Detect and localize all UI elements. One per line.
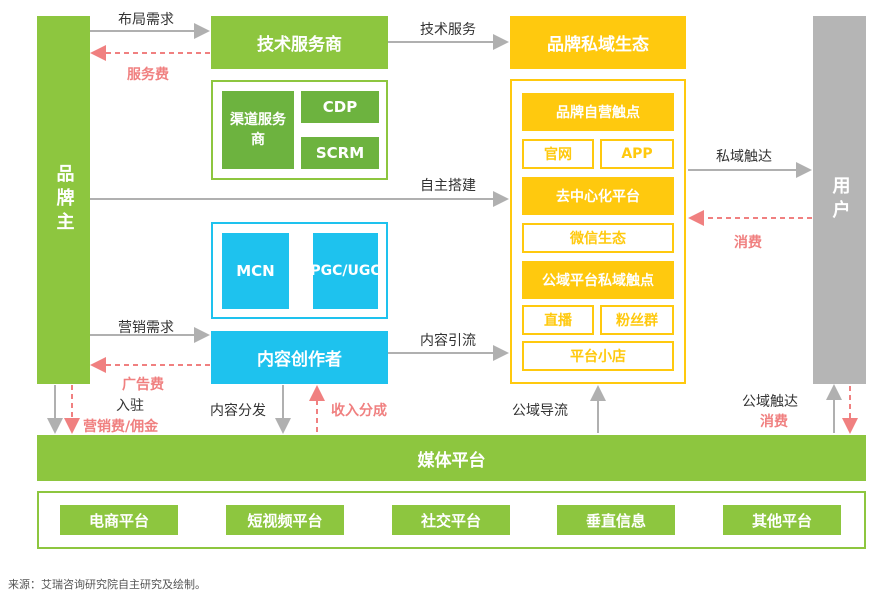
user-node: 用户: [813, 16, 866, 384]
brand-private-eco-node: 品牌私域生态: [510, 16, 686, 69]
label-layout-demand: 布局需求: [118, 12, 174, 28]
private-eco-group: 品牌自营触点 官网 APP 去中心化平台 微信生态 公域平台私域触点 直播 粉丝…: [510, 79, 686, 384]
label-tech-service: 技术服务: [420, 22, 476, 38]
label-marketing-demand: 营销需求: [118, 320, 174, 336]
label-settle-in: 入驻: [116, 398, 144, 414]
app-node: APP: [600, 139, 674, 169]
label-consume2: 消费: [760, 414, 788, 430]
brand-owner-node: 品牌主: [37, 16, 90, 384]
label-ad-fee: 广告费: [122, 377, 164, 393]
live-node: 直播: [522, 305, 594, 335]
channel-provider-node: 渠道服务商: [222, 91, 294, 169]
fan-group-node: 粉丝群: [600, 305, 674, 335]
label-public-reach: 公域触达: [742, 394, 798, 410]
platform-social: 社交平台: [392, 505, 510, 535]
label-consume: 消费: [734, 235, 762, 251]
label-self-build: 自主搭建: [420, 178, 476, 194]
label-marketing-commission: 营销费/佣金: [83, 419, 159, 435]
self-operated-node: 品牌自营触点: [522, 93, 674, 131]
media-platform-node: 媒体平台: [37, 435, 866, 481]
label-service-fee: 服务费: [127, 67, 169, 83]
tech-provider-group: 渠道服务商 CDP SCRM: [211, 80, 388, 180]
platform-ecommerce: 电商平台: [60, 505, 178, 535]
label-private-reach: 私域触达: [716, 149, 772, 165]
platform-vertical-info: 垂直信息: [557, 505, 675, 535]
mcn-node: MCN: [222, 233, 289, 309]
platform-short-video: 短视频平台: [226, 505, 344, 535]
content-creator-node: 内容创作者: [211, 331, 388, 384]
label-revenue-share: 收入分成: [331, 403, 387, 419]
scrm-node: SCRM: [301, 137, 379, 169]
platforms-group: 电商平台 短视频平台 社交平台 垂直信息 其他平台: [37, 491, 866, 549]
platform-other: 其他平台: [723, 505, 841, 535]
mini-store-node: 平台小店: [522, 341, 674, 371]
source-note: 来源：艾瑞咨询研究院自主研究及绘制。: [8, 578, 206, 591]
official-site-node: 官网: [522, 139, 594, 169]
label-public-traffic: 公域导流: [512, 403, 568, 419]
decentralized-node: 去中心化平台: [522, 177, 674, 215]
cdp-node: CDP: [301, 91, 379, 123]
pgc-ugc-node: PGC/UGC: [310, 233, 381, 309]
creator-group: MCN PGC/UGC: [211, 222, 388, 319]
wechat-node: 微信生态: [522, 223, 674, 253]
tech-provider-node: 技术服务商: [211, 16, 388, 69]
label-content-distribution: 内容分发: [210, 403, 266, 419]
label-content-traffic: 内容引流: [420, 333, 476, 349]
public-private-node: 公域平台私域触点: [522, 261, 674, 299]
